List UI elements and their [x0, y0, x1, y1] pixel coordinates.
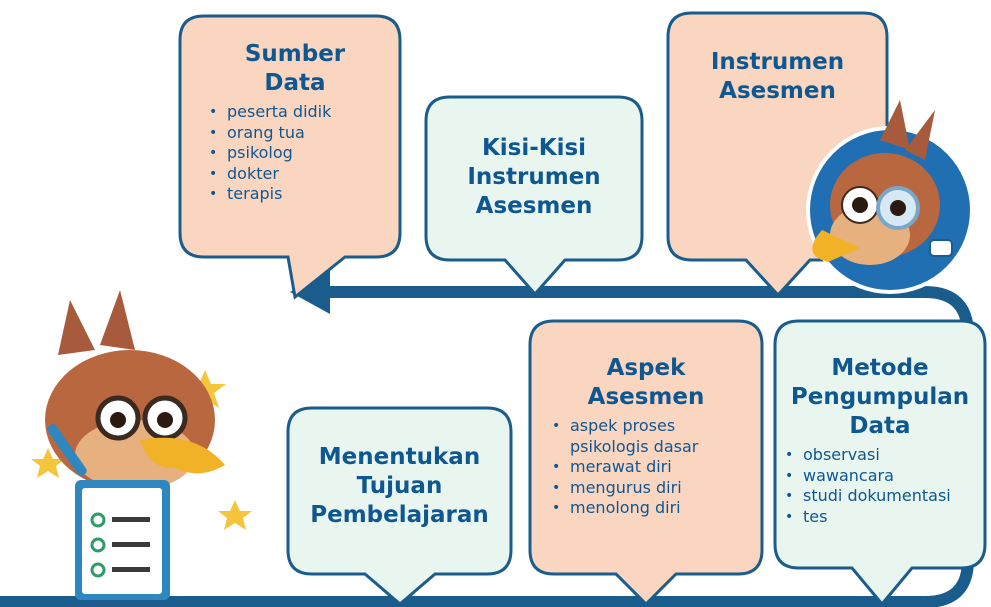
- box-tujuan-title: Menentukan Tujuan Pembelajaran: [288, 443, 511, 530]
- box-sumber-data: Sumber Data peserta didik orang tua psik…: [195, 40, 395, 205]
- box-aspek-list: aspek proses psikologis dasar merawat di…: [548, 416, 748, 519]
- box-aspek-title: Aspek Asesmen: [530, 354, 762, 412]
- list-item: dokter: [205, 164, 395, 185]
- title-line: Pembelajaran: [310, 502, 489, 528]
- title-line: Sumber: [244, 41, 346, 67]
- title-line: Tujuan: [356, 473, 443, 499]
- title-line: Kisi-Kisi: [481, 135, 587, 161]
- box-tujuan-shape: [286, 406, 513, 606]
- list-item: studi dokumentasi: [781, 486, 981, 507]
- list-item: observasi: [781, 445, 981, 466]
- list-item: tes: [781, 507, 981, 528]
- box-sumber-data-title: Sumber Data: [195, 40, 395, 98]
- title-line: Asesmen: [587, 384, 705, 410]
- list-item: terapis: [205, 184, 395, 205]
- title-line: Metode: [831, 355, 929, 381]
- box-tujuan: Menentukan Tujuan Pembelajaran: [288, 443, 511, 530]
- mascot-left-illustration: [31, 290, 252, 600]
- title-line: Pengumpulan: [790, 384, 970, 410]
- list-item: menolong diri: [548, 498, 748, 519]
- box-kisi-kisi: Kisi-Kisi Instrumen Asesmen: [426, 134, 642, 221]
- box-metode-list: observasi wawancara studi dokumentasi te…: [781, 445, 981, 527]
- list-item: aspek proses psikologis dasar: [548, 416, 748, 457]
- title-line: Menentukan: [318, 444, 481, 470]
- title-line: Instrumen: [467, 164, 601, 190]
- list-item: wawancara: [781, 466, 981, 487]
- list-item: merawat diri: [548, 457, 748, 478]
- list-item: psikolog: [205, 143, 395, 164]
- box-instrumen-title: Instrumen Asesmen: [668, 48, 887, 106]
- title-line: Data: [849, 413, 911, 439]
- box-metode: Metode Pengumpulan Data observasi wawanc…: [775, 354, 985, 527]
- mascot-right-illustration: [806, 100, 974, 294]
- box-instrumen: Instrumen Asesmen: [668, 48, 887, 106]
- title-line: Asesmen: [475, 193, 593, 219]
- title-line: Aspek: [606, 355, 686, 381]
- box-aspek: Aspek Asesmen aspek proses psikologis da…: [530, 354, 762, 519]
- box-metode-title: Metode Pengumpulan Data: [775, 354, 985, 441]
- box-kisi-kisi-title: Kisi-Kisi Instrumen Asesmen: [426, 134, 642, 221]
- list-item: peserta didik: [205, 102, 395, 123]
- box-sumber-data-list: peserta didik orang tua psikolog dokter …: [205, 102, 395, 205]
- box-kisi-kisi-shape: [424, 95, 644, 297]
- title-line: Data: [264, 70, 326, 96]
- list-item: mengurus diri: [548, 478, 748, 499]
- title-line: Instrumen: [710, 49, 845, 75]
- list-item: orang tua: [205, 123, 395, 144]
- flow-arrowhead: [290, 270, 330, 314]
- title-line: Asesmen: [719, 78, 836, 104]
